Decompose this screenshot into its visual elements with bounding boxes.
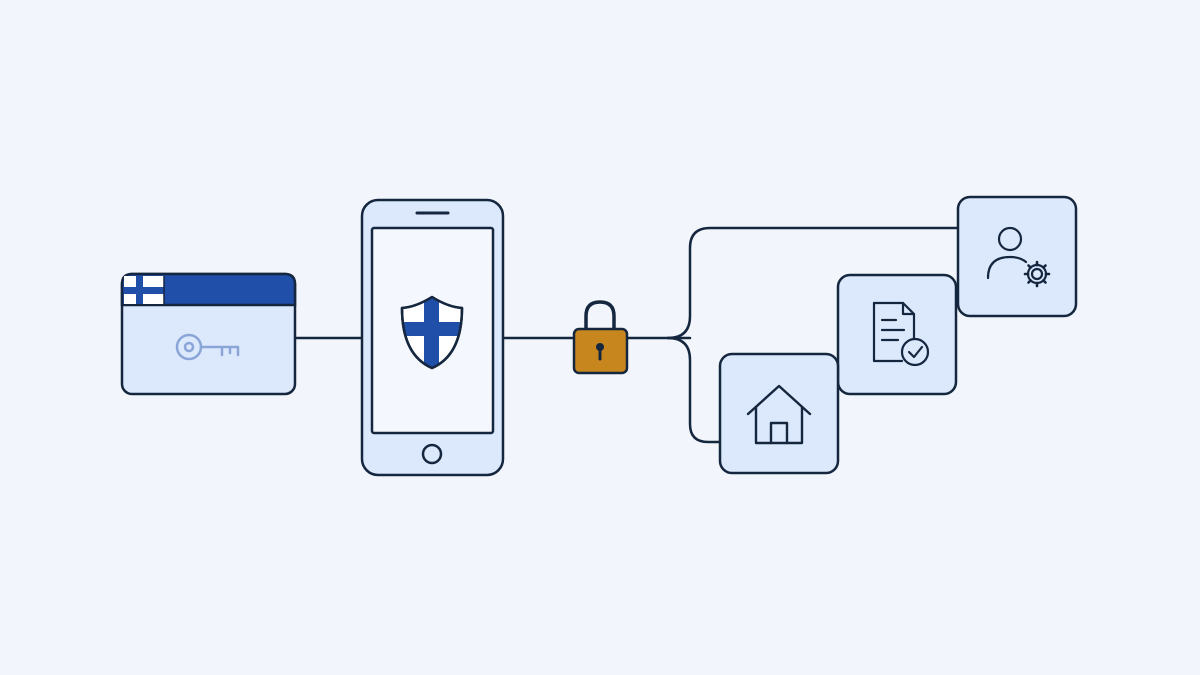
finnish-shield-icon (400, 295, 464, 370)
smartphone (360, 198, 505, 477)
house-icon (746, 384, 812, 445)
id-card (120, 272, 297, 396)
home-tile (718, 352, 840, 475)
id-card-header-band (120, 272, 297, 307)
connector-branch-to-account-settings (666, 226, 960, 340)
key-icon (175, 333, 240, 361)
connectors (293, 226, 960, 444)
document-tile (836, 273, 958, 396)
finnish-flag-icon (124, 276, 165, 305)
account-settings-tile (956, 195, 1078, 318)
padlock-keyhole (596, 343, 604, 351)
user-gear-icon (986, 226, 1051, 288)
padlock-shackle (584, 300, 616, 330)
verified-document-icon (872, 301, 930, 367)
padlock-icon (572, 300, 629, 375)
connector-branch-to-home (666, 336, 722, 444)
smartphone-home-button (421, 443, 443, 465)
